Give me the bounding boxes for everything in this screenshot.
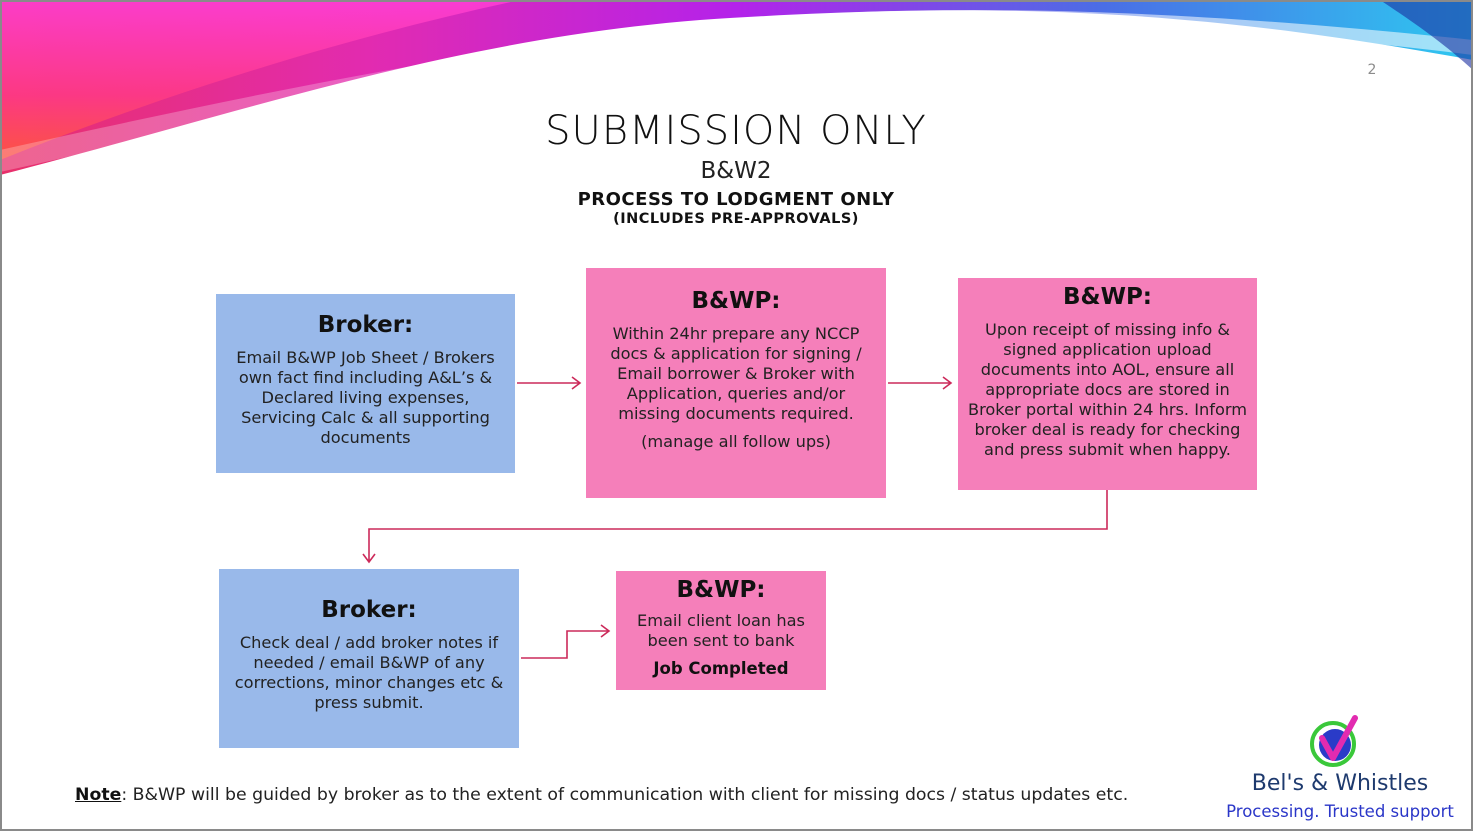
step2-extra: (manage all follow ups) [641,432,831,451]
step4-heading: Broker: [321,597,417,623]
page-number: 2 [1367,62,1377,78]
logo-tagline: Processing. Trusted support [1226,802,1454,821]
header-swoosh-graphic [0,0,1473,175]
logo-name: Bel's & Whistles [1251,771,1429,796]
checkmark-circle-icon [1310,715,1358,767]
step5-heading: B&WP: [676,577,766,603]
slide-title: SUBMISSION ONLY [545,108,927,154]
step3-bwp-box: B&WP: Upon receipt of missing info & sig… [958,278,1257,490]
note-text: : B&WP will be guided by broker as to th… [121,785,1129,805]
step5-body: Email client loan has been sent to bank [636,611,805,650]
slide-subtitle: B&W2 [700,158,772,184]
step2-body: Within 24hr prepare any NCCP docs & appl… [610,324,862,423]
process-subheading: (INCLUDES PRE-APPROVALS) [613,211,859,227]
step1-heading: Broker: [317,312,414,338]
step2-bwp-box: B&WP: Within 24hr prepare any NCCP docs … [586,268,886,498]
footer-note: Note: B&WP will be guided by broker as t… [75,785,1128,805]
step1-broker-box: Broker: Email B&WP Job Sheet / Brokers o… [216,294,515,473]
step5-job-completed: Job Completed [653,659,789,678]
step5-bwp-box: B&WP: Email client loan has been sent to… [616,571,826,690]
step3-body: Upon receipt of missing info & signed ap… [967,320,1247,459]
step1-body: Email B&WP Job Sheet / Brokers own fact … [236,348,495,447]
step2-heading: B&WP: [691,288,781,314]
step3-heading: B&WP: [1062,284,1152,310]
step4-body: Check deal / add broker notes if needed … [234,633,504,712]
step4-broker-box: Broker: Check deal / add broker notes if… [219,569,519,748]
process-heading: PROCESS TO LODGMENT ONLY [577,189,895,210]
note-label: Note [75,785,122,805]
